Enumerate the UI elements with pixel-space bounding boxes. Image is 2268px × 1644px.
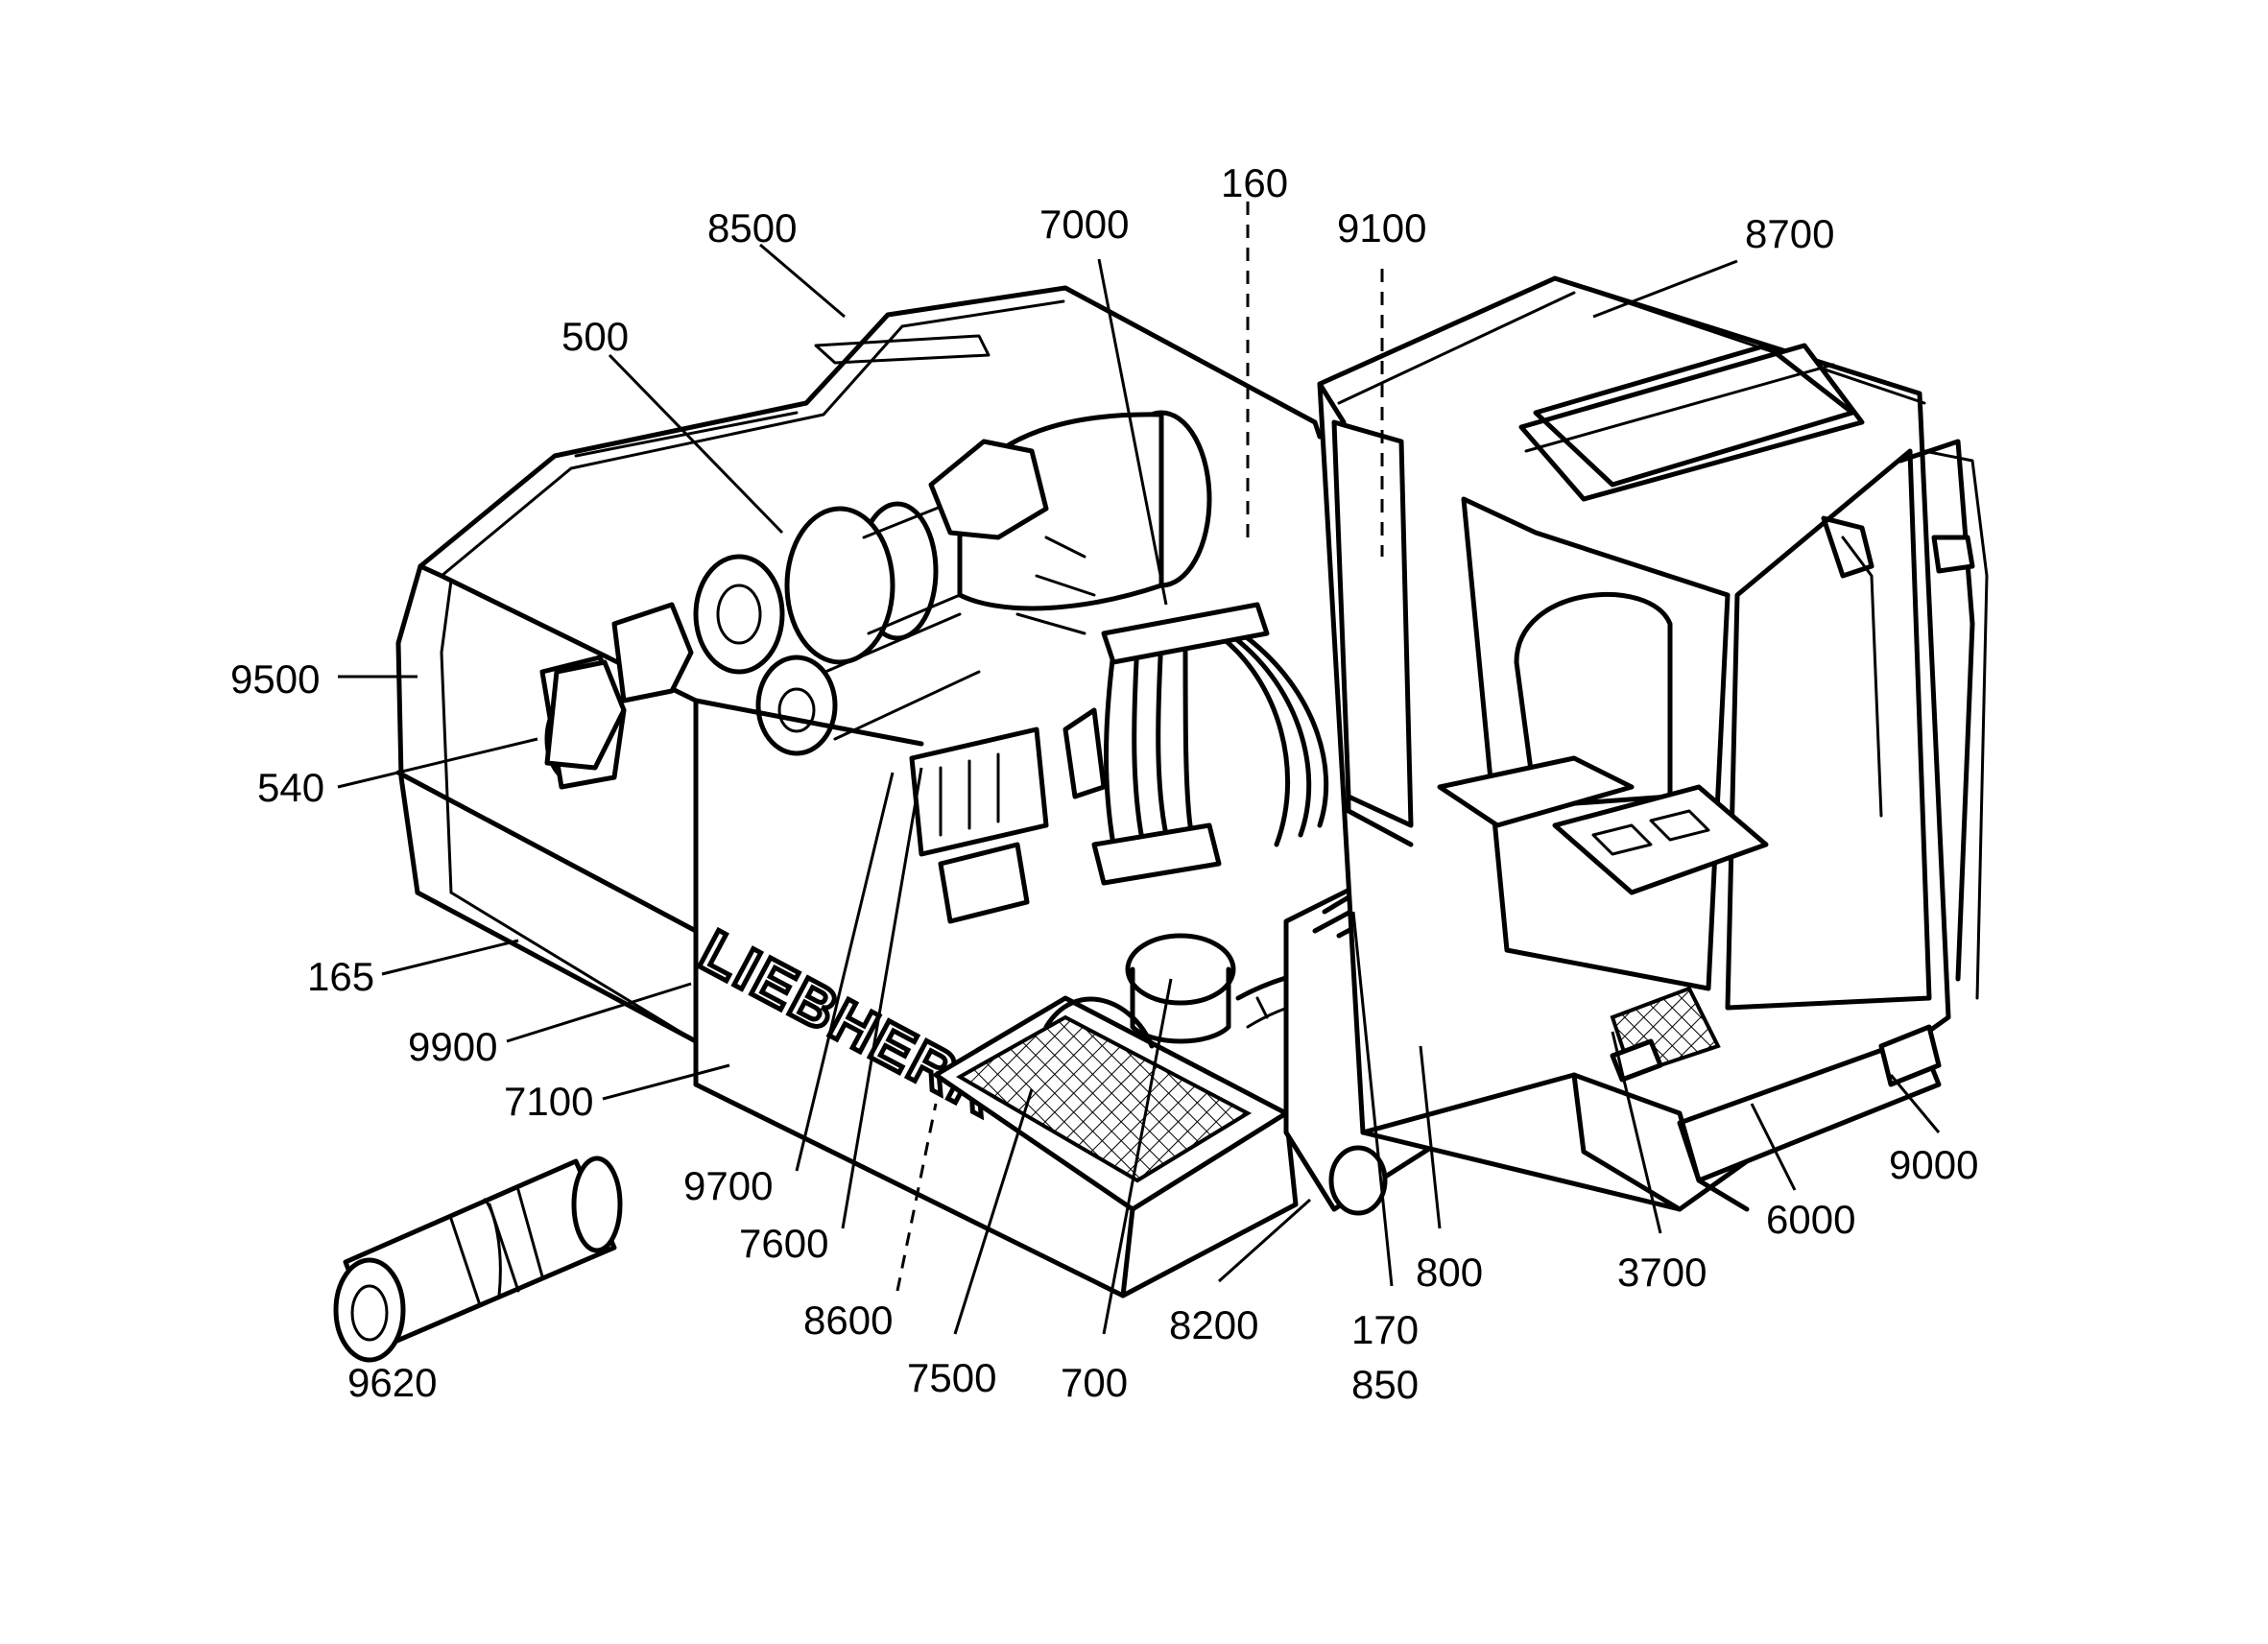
callout-9000: 9000 [1889,1142,1978,1187]
machine-illustration: LIEBHERR [333,275,1989,1363]
leader-8200 [1217,1198,1312,1283]
callout-700: 700 [1061,1360,1128,1405]
callout-8700: 8700 [1745,211,1834,256]
leader-170 [1351,911,1394,1287]
callout-170: 170 [1351,1307,1419,1352]
leader-500 [608,353,784,535]
control-valves [909,707,1107,924]
callout-6000: 6000 [1766,1197,1855,1242]
leader-700 [1102,978,1173,1335]
leader-8500 [759,243,846,319]
callout-800: 800 [1416,1250,1483,1295]
engine-block [539,410,1212,790]
leader-7100 [602,1063,730,1101]
leader-9700 [795,772,895,1172]
callout-7000: 7000 [1039,202,1129,247]
callout-labels: 160 7000 8500 9100 8700 500 9500 540 165… [230,160,1978,1407]
leader-7600 [841,767,923,1229]
callout-160: 160 [1221,160,1288,205]
callout-500: 500 [561,314,629,359]
callout-8500: 8500 [707,205,797,250]
callout-9500: 9500 [230,656,320,702]
filter-housing [544,659,627,771]
callout-540: 540 [257,765,324,810]
leader-lines [337,202,1941,1335]
callout-9100: 9100 [1337,205,1426,250]
leader-165 [381,939,519,976]
callout-7600: 7600 [739,1221,828,1266]
leader-800 [1419,1045,1442,1229]
engine-hood [395,285,1323,1087]
callout-9900: 9900 [408,1024,497,1069]
callout-9700: 9700 [683,1163,773,1208]
callout-9620: 9620 [347,1360,437,1405]
callout-8200: 8200 [1169,1302,1258,1347]
callout-7500: 7500 [907,1355,996,1400]
cab-base [1360,1024,1942,1212]
battery-box [933,995,1299,1299]
leader-8600 [895,1103,938,1292]
callout-3700: 3700 [1617,1250,1707,1295]
leader-7500 [953,1088,1034,1335]
hydraulic-hoses [1091,602,1329,886]
leader-9000 [1889,1074,1941,1133]
leader-8700 [1592,259,1738,319]
leader-540 [337,737,538,789]
callout-8600: 8600 [803,1298,893,1343]
leader-7000 [1097,258,1168,606]
leader-9900 [506,982,692,1043]
callout-850: 850 [1351,1362,1419,1407]
callout-165: 165 [307,954,374,999]
spare-roll [333,1156,623,1363]
leader-3700 [1611,1031,1662,1234]
leader-6000 [1750,1103,1797,1191]
operator-cab [1317,275,1989,1212]
callout-7100: 7100 [504,1079,593,1124]
